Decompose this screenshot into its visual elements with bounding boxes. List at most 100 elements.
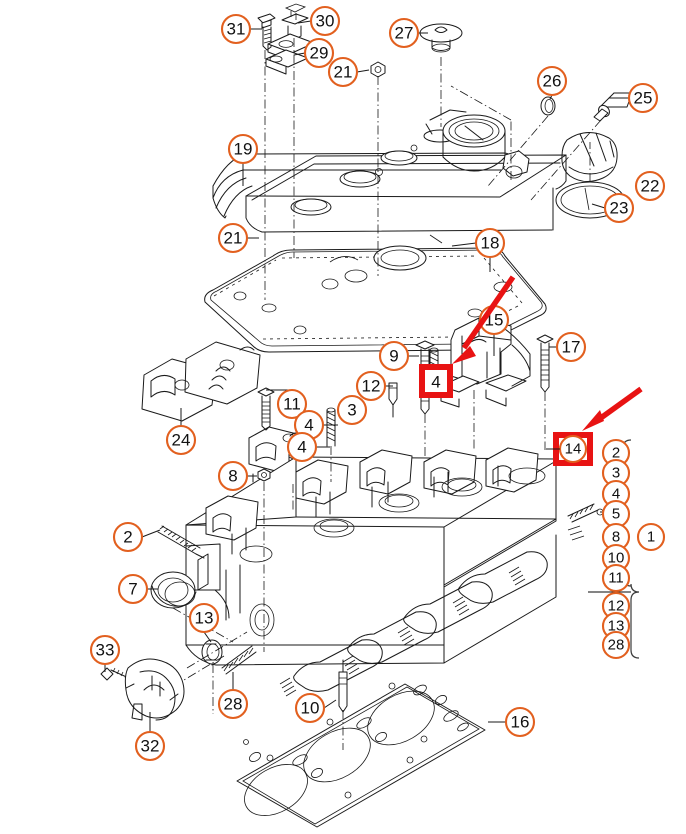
stack-callout-10[interactable]: 10 [601,543,631,573]
callout-17[interactable]: 17 [555,331,587,363]
callout-25[interactable]: 25 [627,82,659,114]
part-26-oring [540,96,556,116]
part-21-nut-top [370,61,386,78]
callout-7-label: 7 [128,580,137,599]
callout-13-label: 13 [195,609,214,628]
callout-9[interactable]: 9 [378,340,410,372]
callout-11-label: 11 [283,395,301,414]
part-7-crankshaft-seal [150,571,197,609]
callout-29-label: 29 [310,44,329,63]
callout-16[interactable]: 16 [504,706,536,738]
stack-group-callout-1[interactable]: 1 [636,522,666,552]
stack-group-callout-1-label: 1 [647,529,655,546]
part-32-bracket [124,658,185,721]
callout-26[interactable]: 26 [536,65,568,97]
callout-27[interactable]: 27 [388,17,420,49]
callout-10[interactable]: 10 [294,692,326,724]
stack-callout-13[interactable]: 13 [601,611,631,641]
callout-21-top[interactable]: 21 [327,56,359,88]
right-stud-5 [567,503,604,523]
callout-16-label: 16 [511,713,530,732]
callout-28-label: 28 [224,695,243,714]
callout-2[interactable]: 2 [112,521,144,553]
callout-30-label: 30 [316,12,335,31]
highlight-arrow-4 [452,275,516,364]
callout-12[interactable]: 12 [355,370,387,402]
part-18-cover-gasket [204,234,547,353]
callout-30[interactable]: 30 [309,5,341,37]
stack-callout-2[interactable]: 2 [601,438,631,468]
callout-22[interactable]: 22 [634,170,666,202]
callout-11[interactable]: 11 [276,388,308,420]
part-33-bolt [100,667,134,681]
highlight-box-14-label: 14 [565,441,582,458]
callout-32-label: 32 [141,737,160,756]
oil-filler-neck [425,109,530,179]
callout-13[interactable]: 13 [188,602,220,634]
highlight-box-4[interactable]: 4 [419,364,453,398]
gasket-holes [243,682,469,799]
highlight-box-14[interactable]: 14 [546,432,593,466]
head-ports [293,551,548,692]
callout-19-label: 19 [234,140,253,159]
cylinder-head-cover [212,109,567,233]
part-2-stud [157,525,205,559]
callout-2-label: 2 [123,528,132,547]
callout-7[interactable]: 7 [117,573,149,605]
part-24-bearing-cap [141,341,261,422]
part-13-bushing [201,639,223,665]
callout-4-upper-label: 4 [304,416,313,435]
valve-seats [239,467,546,563]
part-25-pcv-valve [593,92,633,122]
stack-callout-11[interactable]: 11 [601,563,631,593]
highlight-arrow-14 [582,386,643,431]
callout-24-label: 24 [172,431,191,450]
callout-28[interactable]: 28 [217,688,249,720]
callout-31-label: 31 [227,20,246,39]
callout-24[interactable]: 24 [165,424,197,456]
callouts: 31 30 29 21 27 26 25 22 [89,5,666,762]
callout-4-lower[interactable]: 4 [286,431,318,463]
callout-29[interactable]: 29 [303,37,335,69]
callout-26-label: 26 [543,72,562,91]
stack-callout-12-label: 12 [608,598,625,615]
stack-callout-8-label: 8 [612,529,620,546]
callout-3[interactable]: 3 [336,394,368,426]
part-12-guide [388,382,398,418]
callout-4-lower-label: 4 [297,438,306,457]
callout-21-lower[interactable]: 21 [217,222,249,254]
part-10-dowel [338,659,348,713]
head-studs [279,525,585,697]
callout-9-label: 9 [389,347,398,366]
callout-32[interactable]: 32 [134,730,166,762]
stack-callout-5-label: 5 [612,506,620,523]
part-16-head-gasket [236,682,486,828]
callout-33-label: 33 [96,641,115,660]
part-31-bolt [257,13,276,51]
stack-callout-10-label: 10 [608,550,625,567]
stack-callout-28-label: 28 [608,637,625,654]
callout-3-label: 3 [347,401,356,420]
highlight-box-4-label: 4 [431,373,440,392]
stack-callout-13-label: 13 [608,618,625,635]
callout-22-label: 22 [641,177,660,196]
head-pillars [231,465,499,555]
callout-8[interactable]: 8 [217,460,249,492]
valve-cover-assembly [257,3,633,219]
part-3-spring [326,407,336,447]
part-27-oil-filler-cap [419,23,463,53]
stack-callouts: 2 3 4 5 8 10 11 12 [601,438,666,660]
callout-8-label: 8 [228,467,237,486]
callout-33[interactable]: 33 [89,634,121,666]
stack-callout-28[interactable]: 28 [601,630,631,660]
stack-callout-3-label: 3 [612,465,620,482]
callout-18-label: 18 [481,234,500,253]
callout-19[interactable]: 19 [227,133,259,165]
callout-23[interactable]: 23 [603,192,635,224]
callout-17-label: 17 [562,338,581,357]
callout-18[interactable]: 18 [474,227,506,259]
cylinder-head-body [185,447,585,697]
callout-31[interactable]: 31 [220,13,252,45]
callout-21-lower-label: 21 [224,229,243,248]
